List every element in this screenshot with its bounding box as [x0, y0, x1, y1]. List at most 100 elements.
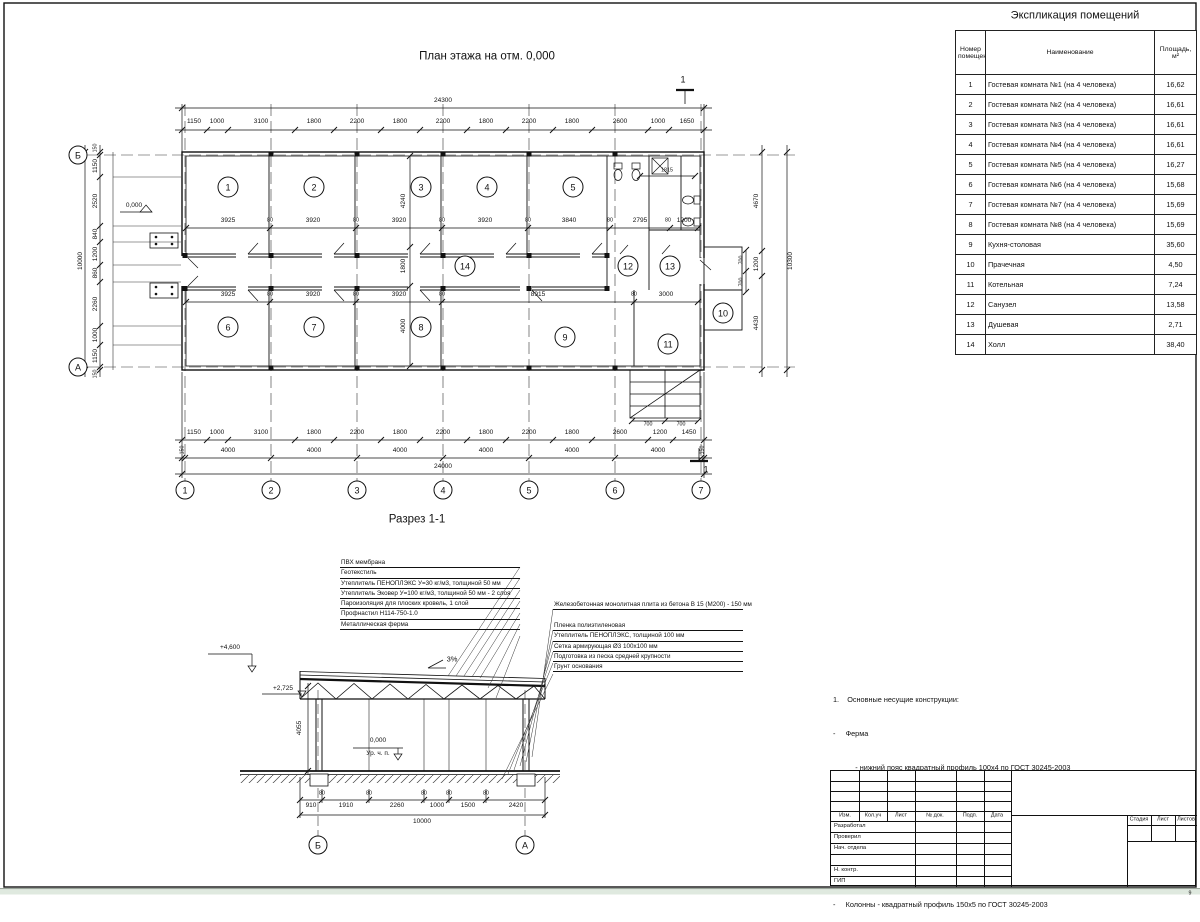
- slope-symbol: [427, 659, 446, 669]
- room-name: Гостевая комната №3 (на 4 человека): [985, 114, 1155, 135]
- callout-line: Сетка армирующая Ø3 100х100 мм: [553, 642, 743, 652]
- plan-door-leaves: [187, 242, 712, 302]
- dim-label: 2795: [632, 216, 648, 224]
- callout-line: Подготовка из песка средней крупности: [553, 652, 743, 663]
- dim-label: 3920: [391, 216, 407, 224]
- dim-label: 150: [179, 445, 186, 455]
- stamp-col-koluch: Кол.уч: [864, 812, 882, 819]
- dim-label: 1800: [399, 258, 407, 274]
- elevation-label: 0,000: [369, 736, 387, 744]
- dim-label: 1650: [679, 117, 695, 125]
- dim-label: 3920: [305, 216, 321, 224]
- floor-layers-callout: Пленка полиэтиленовая Утеплитель ПЕНОПЛЭ…: [553, 621, 743, 673]
- callout-line: Утеплитель Эковер У=100 кг/м3, толщиной …: [340, 589, 520, 600]
- room-area: 13,58: [1154, 294, 1197, 315]
- plan-elevation-symbol: [120, 204, 153, 213]
- dim-label: 4000: [564, 446, 580, 454]
- room-area: 2,71: [1154, 314, 1197, 335]
- floor-slab-callout: Железобетонная монолитная плита из бетон…: [553, 600, 752, 611]
- dim-label: 8915: [530, 290, 546, 298]
- stamp-stage-label: Стадия: [1129, 816, 1149, 823]
- note-line: - нижний пояс квадратный профиль 100х4 п…: [833, 763, 1071, 773]
- dim-label: 3100: [253, 428, 269, 436]
- dim-label: 3100: [253, 117, 269, 125]
- room-area: 16,62: [1154, 74, 1197, 95]
- dim-label: 1800: [564, 117, 580, 125]
- dim-label: 1200: [91, 246, 99, 262]
- stamp-sheets-label: Листов: [1177, 816, 1195, 823]
- dim-label: 80: [525, 217, 531, 224]
- room-name: Санузел: [985, 294, 1155, 315]
- elevation-label: +2,725: [272, 684, 294, 692]
- dim-label: 1800: [478, 117, 494, 125]
- room-area: 16,61: [1154, 94, 1197, 115]
- dim-label: 80: [319, 790, 325, 797]
- dim-label: 3920: [305, 290, 321, 298]
- dim-total-label: 10300: [786, 251, 794, 271]
- dim-label: 1000: [209, 428, 225, 436]
- section-mark-label: 1: [680, 74, 686, 85]
- grid-bubble-5: 5: [519, 480, 539, 500]
- room-number: 6: [955, 174, 986, 195]
- room-number: 8: [955, 214, 986, 235]
- dim-label: 80: [607, 217, 613, 224]
- dim-label: 1000: [209, 117, 225, 125]
- callout-line: Пароизоляция для плоских кровель, 1 слой: [340, 599, 520, 610]
- section-columns: [315, 699, 530, 771]
- room-name: Холл: [985, 334, 1155, 355]
- schedule-title: Экспликация помещений: [1010, 9, 1140, 22]
- section-elevation-symbols: [208, 653, 403, 761]
- linework: [0, 2, 1200, 895]
- callout-line: Металлическая ферма: [340, 620, 520, 631]
- dim-label: 80: [665, 217, 671, 224]
- roof-layers-callout: ПВХ мембрана Геотекстиль Утеплитель ПЕНО…: [340, 558, 520, 631]
- stamp-sheet-label: Лист: [1157, 816, 1169, 823]
- room-bubble-11: 11: [657, 333, 679, 355]
- room-bubble-12: 12: [617, 255, 639, 277]
- dim-label: 1150: [187, 428, 201, 436]
- room-area: 16,61: [1154, 134, 1197, 155]
- dim-label: 1800: [392, 117, 408, 125]
- plan-furniture: [149, 232, 179, 299]
- dim-label: 80: [353, 217, 359, 224]
- dim-label: 3925: [220, 290, 236, 298]
- dim-label: 2200: [435, 428, 451, 436]
- room-name: Гостевая комната №7 (на 4 человека): [985, 194, 1155, 215]
- dim-label: 1150: [187, 117, 201, 125]
- dim-label: 80: [421, 790, 427, 797]
- dim-label: 4240: [399, 193, 407, 209]
- stamp-col-dok: № док.: [926, 812, 944, 819]
- dim-label: 1150: [91, 159, 99, 173]
- note-line: - Колонны - квадратный профиль 150х5 по …: [833, 900, 1048, 910]
- dim-label: 4000: [650, 446, 666, 454]
- plan-title: План этажа на отм. 0,000: [419, 50, 555, 63]
- dim-label: 150: [699, 445, 706, 455]
- room-area: 7,24: [1154, 274, 1197, 295]
- room-name: Гостевая комната №1 (на 4 человека): [985, 74, 1155, 95]
- room-name: Прачечная: [985, 254, 1155, 275]
- schedule-header-area: Площадь, м²: [1154, 30, 1197, 75]
- elevation-label: 0,000: [125, 201, 143, 209]
- dim-label: 80: [267, 291, 273, 298]
- stamp-col-data: Дата: [990, 812, 1004, 819]
- room-name: Гостевая комната №5 (на 4 человека): [985, 154, 1155, 175]
- callout-line: Железобетонная монолитная плита из бетон…: [553, 600, 752, 611]
- dim-label: 2200: [435, 117, 451, 125]
- grid-bubble-2: 2: [261, 480, 281, 500]
- room-number: 12: [955, 294, 986, 315]
- dim-label: 4000: [399, 318, 407, 334]
- room-number: 1: [955, 74, 986, 95]
- dim-label: 80: [483, 790, 489, 797]
- dim-label: 3840: [561, 216, 577, 224]
- floor-level-label: Ур. ч. п.: [366, 749, 390, 757]
- dim-label: 860: [91, 267, 99, 279]
- stamp-col-izm: Изм.: [839, 812, 851, 819]
- grid-bubble-6: 6: [605, 480, 625, 500]
